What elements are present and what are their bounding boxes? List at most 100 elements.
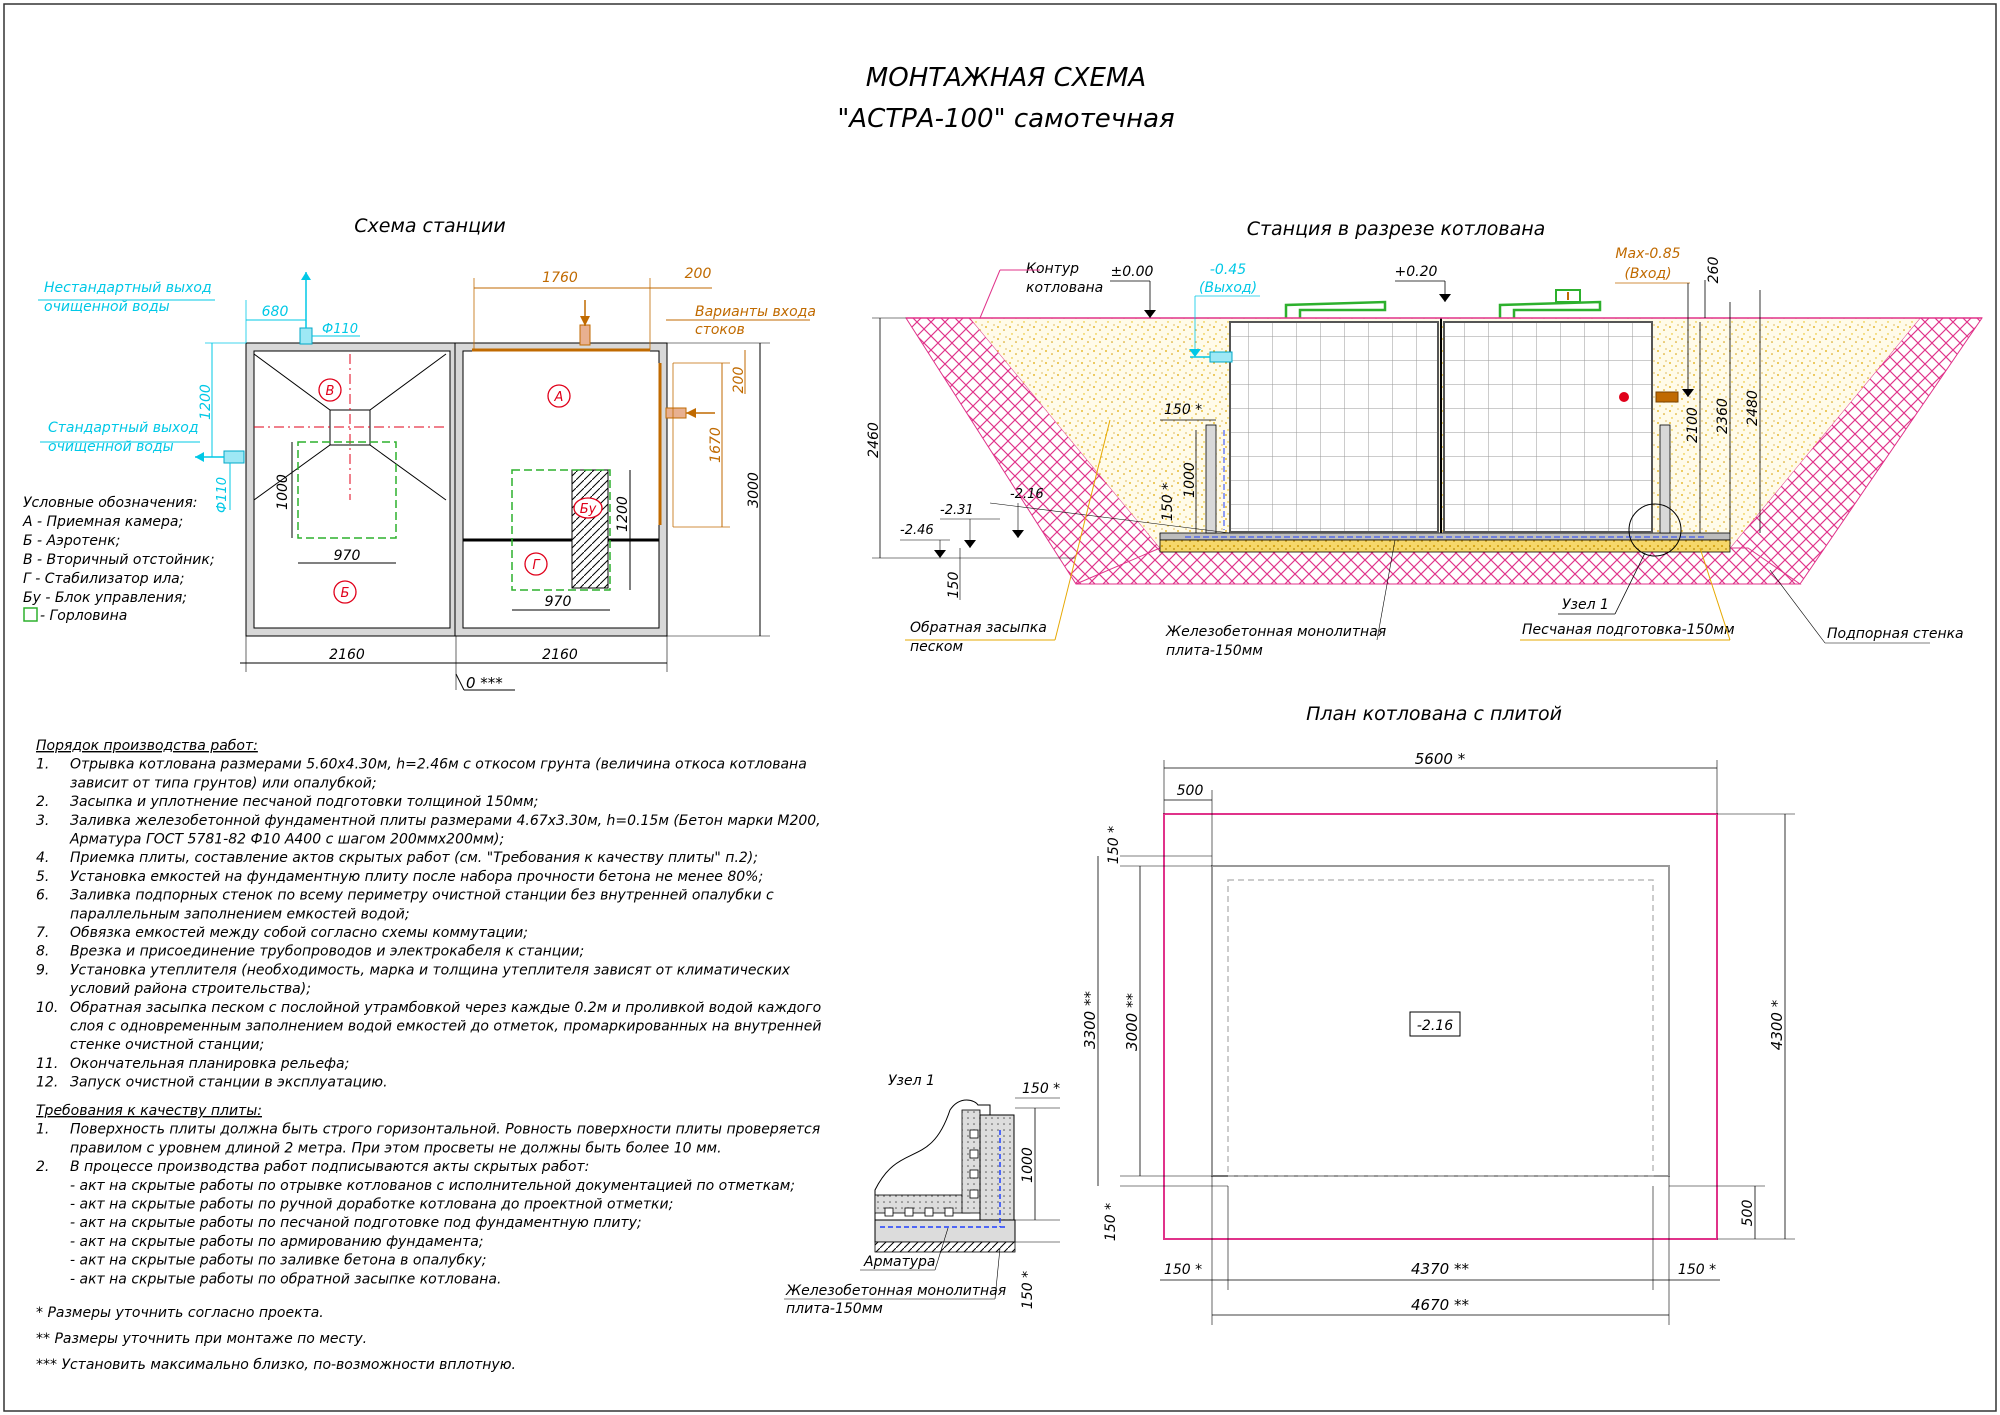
footnote: * Размеры уточнить согласно проекта.: [36, 1305, 324, 1321]
phi110-top: Ф110: [322, 322, 358, 337]
level-m216: -2.16: [1010, 487, 1044, 502]
pit-section: Станция в разрезе котлована: [866, 218, 1983, 659]
requirements-item-line: Поверхность плиты должна быть строго гор…: [70, 1122, 820, 1138]
node-dim-150-bottom: 150 *: [1020, 1271, 1036, 1309]
dim-5600: 5600 *: [1415, 750, 1466, 768]
svg-text:Г: Г: [532, 558, 541, 573]
requirements-item-number: 2.: [36, 1159, 49, 1175]
works-item-number: 6.: [36, 888, 49, 904]
works-item-number: 8.: [36, 944, 49, 960]
slab-label-1: Железобетонная монолитная: [1165, 624, 1386, 640]
phi110-side: Ф110: [215, 477, 230, 513]
works-item-line: Врезка и присоединение трубопроводов и э…: [70, 944, 584, 960]
works-item-number: 10.: [36, 1000, 58, 1016]
dim-150-side: 150 *: [1160, 483, 1176, 521]
requirements-item-number: 1.: [36, 1122, 49, 1138]
dim-200-right: 200: [731, 367, 747, 394]
works-item-line: зависит от типа грунтов) или опалубкой;: [70, 775, 377, 791]
works-item-line: Заливка железобетонной фундаментной плит…: [70, 813, 821, 829]
station-scheme-heading: Схема станции: [354, 215, 505, 237]
dim-500-right: 500: [1740, 1200, 1756, 1227]
requirements-item-line: - акт на скрытые работы по заливке бетон…: [70, 1253, 487, 1269]
dim-2360: 2360: [1715, 398, 1731, 434]
dim-4370: 4370 **: [1411, 1260, 1469, 1278]
requirements-item-line: правилом с уровнем длиной 2 метра. При э…: [70, 1140, 722, 1156]
plan-level: -2.16: [1417, 1018, 1453, 1034]
chamber-a-marker: А: [547, 384, 571, 408]
dim-1200-right: 1200: [615, 496, 631, 532]
title-line-1: МОНТАЖНАЯ СХЕМА: [866, 63, 1146, 93]
works-item-number: 7.: [36, 925, 49, 941]
works-order: Порядок производства работ:1.Отрывка кот…: [36, 738, 821, 1091]
requirements-item-line: В процессе производства работ подписываю…: [70, 1159, 589, 1175]
dim-260: 260: [1706, 257, 1722, 284]
dim-970-left: 970: [334, 548, 361, 564]
svg-text:А: А: [554, 390, 564, 405]
dim-150-top: 150 *: [1164, 402, 1202, 418]
svg-text:А - Приемная камера;: А - Приемная камера;: [22, 514, 183, 530]
sheet-frame: [3, 3, 1997, 1412]
legend: Условные обозначения: А - Приемная камер…: [22, 495, 215, 624]
chamber-g-marker: Г: [524, 552, 548, 576]
works-title: Порядок производства работ:: [36, 738, 258, 754]
slab-label-2: плита-150мм: [1166, 643, 1263, 659]
dim-3300: 3300 **: [1081, 991, 1099, 1049]
tank-module-left: [1229, 321, 1439, 533]
chamber-v-marker: В: [318, 378, 342, 402]
dim-3000-plan: 3000 **: [1123, 993, 1141, 1051]
pit-outline: [1163, 813, 1718, 1240]
svg-text:В - Вторичный отстойник;: В - Вторичный отстойник;: [23, 552, 215, 568]
works-item-number: 3.: [36, 813, 49, 829]
level-zero: ±0.00: [1111, 264, 1154, 280]
dim-150-bottom-right: 150 *: [1678, 1262, 1716, 1278]
section-heading: Станция в разрезе котлована: [1247, 218, 1546, 240]
dim-200-top: 200: [685, 266, 712, 282]
plate-requirements: Требования к качеству плиты: 1. Поверхност…: [36, 1103, 820, 1287]
dim-4670: 4670 **: [1411, 1296, 1469, 1314]
level-in-label: (Вход): [1624, 266, 1671, 282]
works-item-line: Обратная засыпка песком с послойной утра…: [70, 1000, 821, 1016]
svg-text:Бу - Блок управления;: Бу - Блок управления;: [23, 590, 187, 606]
manhole-left: [297, 441, 397, 539]
dim-3000: 3000: [746, 472, 762, 508]
works-item-line: Засыпка и уплотнение песчаной подготовки…: [70, 794, 538, 810]
chamber-b-marker: Б: [333, 580, 357, 604]
dim-2460: 2460: [866, 422, 882, 458]
level-out: -0.45: [1210, 262, 1246, 278]
armature-label: Арматура: [863, 1254, 936, 1270]
plan-heading: План котлована с плитой: [1306, 703, 1562, 725]
level-max: Max-0.85: [1615, 246, 1680, 262]
contour-label-2: котлована: [1026, 280, 1103, 296]
requirements-item-line: - акт на скрытые работы по отрывке котло…: [70, 1178, 795, 1194]
dim-1000-section: 1000: [1182, 462, 1198, 498]
level-m231: -2.31: [940, 503, 974, 518]
svg-text:- Горловина: - Горловина: [40, 608, 127, 624]
standard-outlet-label-2: очищенной воды: [48, 439, 174, 455]
standard-outlet-label-1: Стандартный выход: [48, 420, 199, 436]
works-item-line: стенке очистной станции;: [70, 1037, 264, 1053]
inlet-variants-label-2: стоков: [695, 322, 745, 338]
works-item-number: 11.: [36, 1056, 58, 1072]
works-item-number: 2.: [36, 794, 49, 810]
works-item-line: Установка утеплителя (необходимость, мар…: [70, 962, 791, 978]
title-line-2: "АСТРА-100" самотечная: [837, 104, 1174, 134]
nonstandard-outlet-label-1: Нестандартный выход: [44, 280, 212, 296]
works-item-line: Установка емкостей на фундаментную плиту…: [70, 869, 763, 885]
chamber-bu-marker: Бу: [573, 497, 603, 519]
requirements-title: Требования к качеству плиты:: [36, 1103, 262, 1119]
pit-plan: План котлована с плитой -2.16 5600 * 500…: [1081, 703, 1795, 1325]
dim-970-right: 970: [545, 594, 572, 610]
works-item-number: 12.: [36, 1075, 58, 1091]
svg-text:Б: Б: [341, 586, 350, 601]
dim-4300: 4300 *: [1768, 999, 1786, 1050]
station-footprint: [1227, 879, 1654, 1177]
station-scheme: Схема станции: [22, 215, 816, 692]
works-item-line: Запуск очистной станции в эксплуатацию.: [70, 1075, 388, 1091]
tank-module-right: [1443, 321, 1653, 533]
dim-150-bottom-left: 150 *: [1164, 1262, 1202, 1278]
dim-680: 680: [262, 304, 289, 320]
dim-500-top: 500: [1177, 783, 1204, 799]
svg-text:В: В: [326, 384, 335, 399]
svg-text:Бу: Бу: [580, 502, 597, 517]
